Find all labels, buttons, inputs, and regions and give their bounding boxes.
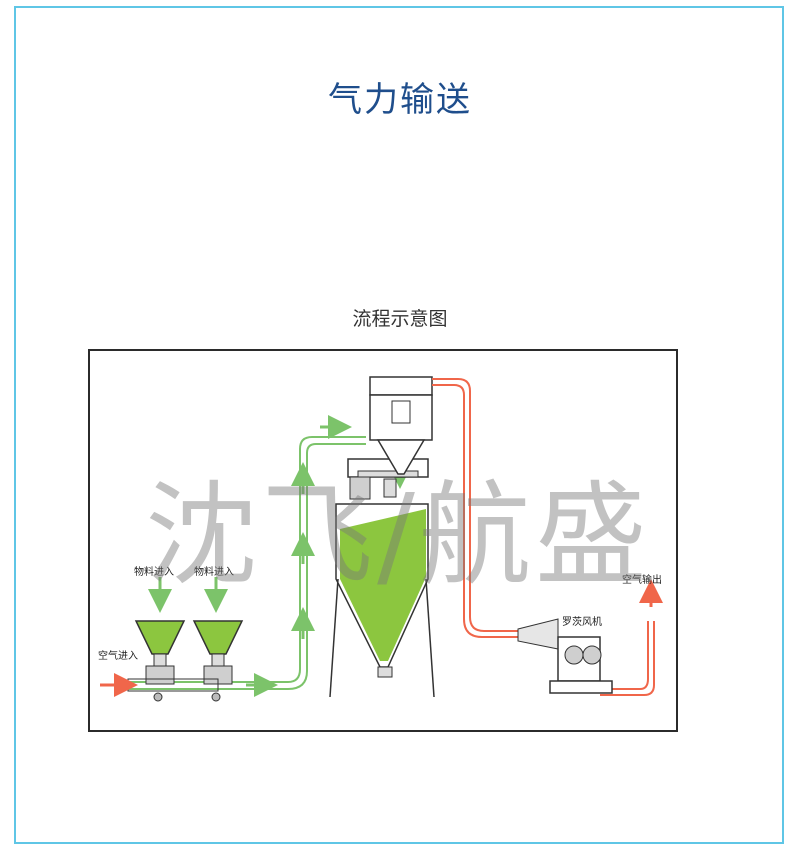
label-air-in: 空气进入 bbox=[98, 649, 138, 662]
conveying-pipe bbox=[118, 436, 366, 690]
page-frame bbox=[14, 6, 784, 844]
silo bbox=[329, 458, 435, 698]
label-roots-blower: 罗茨风机 bbox=[562, 615, 602, 628]
label-material-in-1: 物料进入 bbox=[134, 565, 174, 578]
roots-blower bbox=[517, 618, 613, 694]
feed-hopper-2 bbox=[192, 620, 244, 685]
label-air-out: 空气输出 bbox=[622, 573, 662, 586]
flow-arrows bbox=[148, 415, 412, 697]
dust-collector bbox=[369, 376, 433, 475]
feed-hopper-1 bbox=[134, 620, 186, 685]
page-title: 气力输送 bbox=[328, 80, 472, 120]
diagram-caption: 流程示意图 bbox=[352, 308, 448, 330]
label-material-in-2: 物料进入 bbox=[194, 565, 234, 578]
air-pipe bbox=[432, 378, 655, 696]
pneumatic-conveying-diagram: 物料进入 物料进入 空气进入 空气输出 罗茨风机 bbox=[98, 376, 663, 702]
